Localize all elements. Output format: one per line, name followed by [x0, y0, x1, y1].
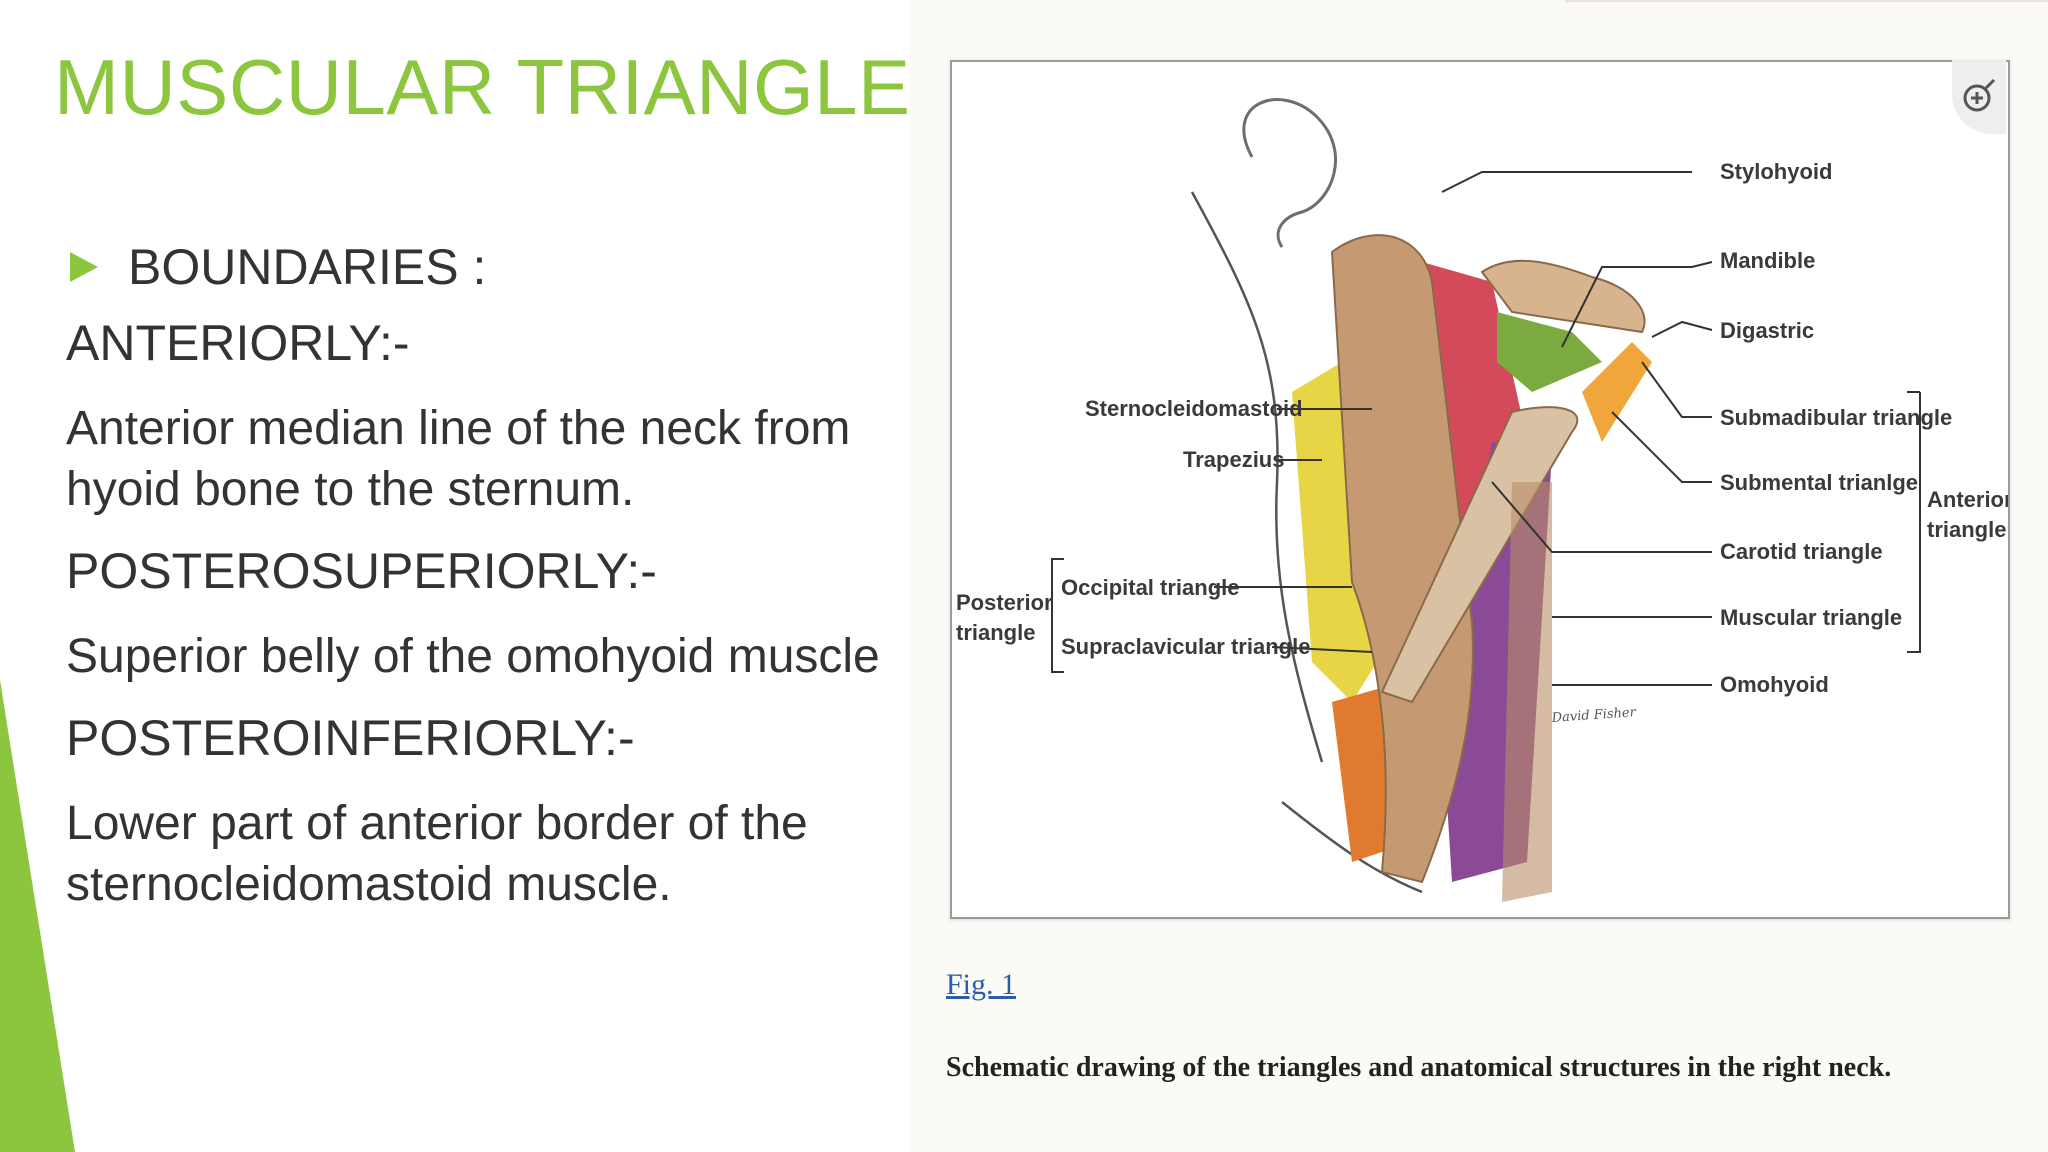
- label-occipital: Occipital triangle: [1061, 575, 1240, 600]
- anatomy-figure: Stylohyoid Mandible Digastric Submadibul…: [950, 60, 2010, 919]
- label-anterior-2: triangle: [1927, 517, 2006, 542]
- leader-supraclavicular: [1271, 646, 1373, 653]
- label-omohyoid: Omohyoid: [1720, 672, 1829, 697]
- bracket-posterior: [1051, 558, 1064, 673]
- triangle-bullet-icon: [70, 252, 98, 282]
- heading-anteriorly: ANTERIORLY:-: [66, 315, 410, 371]
- zoom-in-icon: [1963, 78, 1996, 112]
- green-accent-bar: [0, 680, 75, 1152]
- label-submandibular: Submadibular triangle: [1720, 405, 1952, 430]
- label-trapezius: Trapezius: [1183, 447, 1284, 472]
- mandible-bone: [1480, 259, 1646, 334]
- bracket-anterior-bottom: [1907, 392, 1921, 653]
- label-stylohyoid: Stylohyoid: [1720, 159, 1832, 184]
- bullet-boundaries: BOUNDARIES :: [66, 232, 896, 302]
- label-submental: Submental trianlge: [1720, 470, 1918, 495]
- strap-muscles: [1502, 482, 1552, 902]
- label-posterior-2: triangle: [956, 620, 1035, 645]
- label-muscular: Muscular triangle: [1720, 605, 1902, 630]
- submental-region: [1582, 342, 1652, 442]
- label-carotid: Carotid triangle: [1720, 539, 1883, 564]
- heading-posteroinferiorly: POSTEROINFERIORLY:-: [66, 710, 635, 766]
- leader-stylohyoid: [1441, 171, 1692, 193]
- label-posterior-1: Posterior: [956, 590, 1053, 615]
- label-anterior-1: Anterior: [1927, 487, 2008, 512]
- leader-submental: [1611, 411, 1712, 483]
- leader-mandible: [1561, 261, 1713, 348]
- leader-digastric: [1651, 320, 1713, 338]
- slide-body: BOUNDARIES : ANTERIORLY:- Anterior media…: [66, 232, 896, 937]
- neck-back-outline: [1190, 191, 1324, 763]
- label-mandible: Mandible: [1720, 248, 1815, 273]
- heading-posterosuperiorly: POSTEROSUPERIORLY:-: [66, 543, 657, 599]
- text-posterosuperiorly: Superior belly of the omohyoid muscle: [66, 630, 880, 683]
- slide-title: MUSCULAR TRIANGLE: [54, 43, 911, 131]
- leader-carotid: [1491, 481, 1712, 553]
- figure-link[interactable]: Fig. 1: [946, 968, 1017, 1001]
- digastric-region: [1497, 312, 1602, 392]
- bullet-label: BOUNDARIES :: [128, 239, 487, 295]
- sternocleidomastoid-muscle: [1330, 234, 1474, 884]
- panel-top-rule: [1565, 0, 2048, 2]
- artist-signature: David Fisher: [1550, 705, 1637, 726]
- label-digastric: Digastric: [1720, 318, 1814, 343]
- figure-caption: Schematic drawing of the triangles and a…: [946, 1052, 1892, 1083]
- ear-outline: [1242, 98, 1337, 248]
- text-posteroinferiorly: Lower part of anterior border of the ste…: [66, 797, 808, 911]
- text-anteriorly: Anterior median line of the neck from hy…: [66, 402, 851, 516]
- neck-triangles-drawing: Stylohyoid Mandible Digastric Submadibul…: [956, 98, 2008, 902]
- leader-submandibular: [1641, 361, 1712, 418]
- label-sternocleidomastoid: Sternocleidomastoid: [1085, 396, 1303, 421]
- label-supraclavicular: Supraclavicular triangle: [1061, 634, 1310, 659]
